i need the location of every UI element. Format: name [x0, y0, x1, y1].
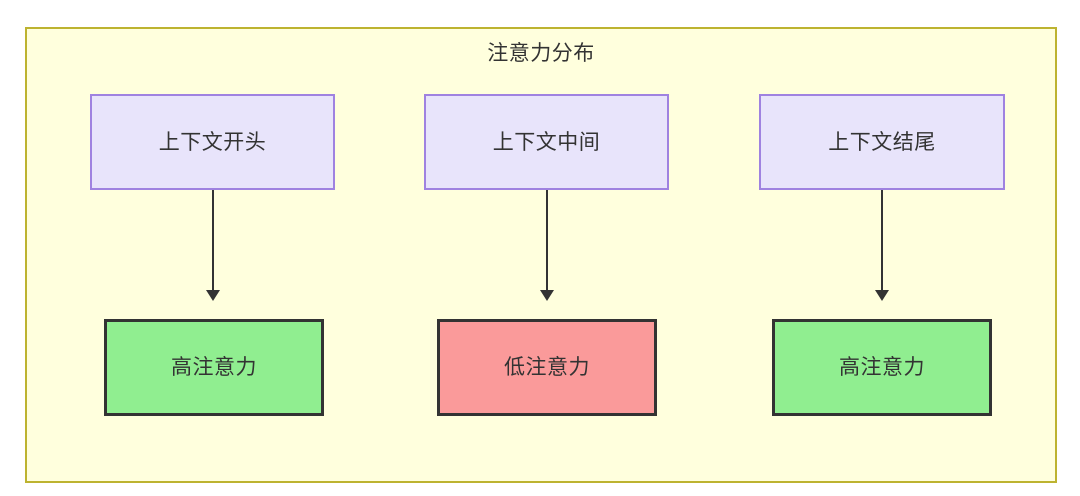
node-high-attention-start[interactable]: 高注意力	[104, 319, 324, 416]
edge-line-start	[212, 190, 214, 290]
edge-line-end	[881, 190, 883, 290]
edge-arrowhead-start	[206, 290, 220, 301]
node-context-middle[interactable]: 上下文中间	[424, 94, 669, 190]
node-low-attention-middle[interactable]: 低注意力	[437, 319, 657, 416]
edge-arrowhead-middle	[540, 290, 554, 301]
node-high-attention-end[interactable]: 高注意力	[772, 319, 992, 416]
node-context-end[interactable]: 上下文结尾	[759, 94, 1005, 190]
diagram-title: 注意力分布	[487, 42, 595, 65]
edge-arrowhead-end	[875, 290, 889, 301]
edge-line-middle	[546, 190, 548, 290]
node-context-start[interactable]: 上下文开头	[90, 94, 335, 190]
